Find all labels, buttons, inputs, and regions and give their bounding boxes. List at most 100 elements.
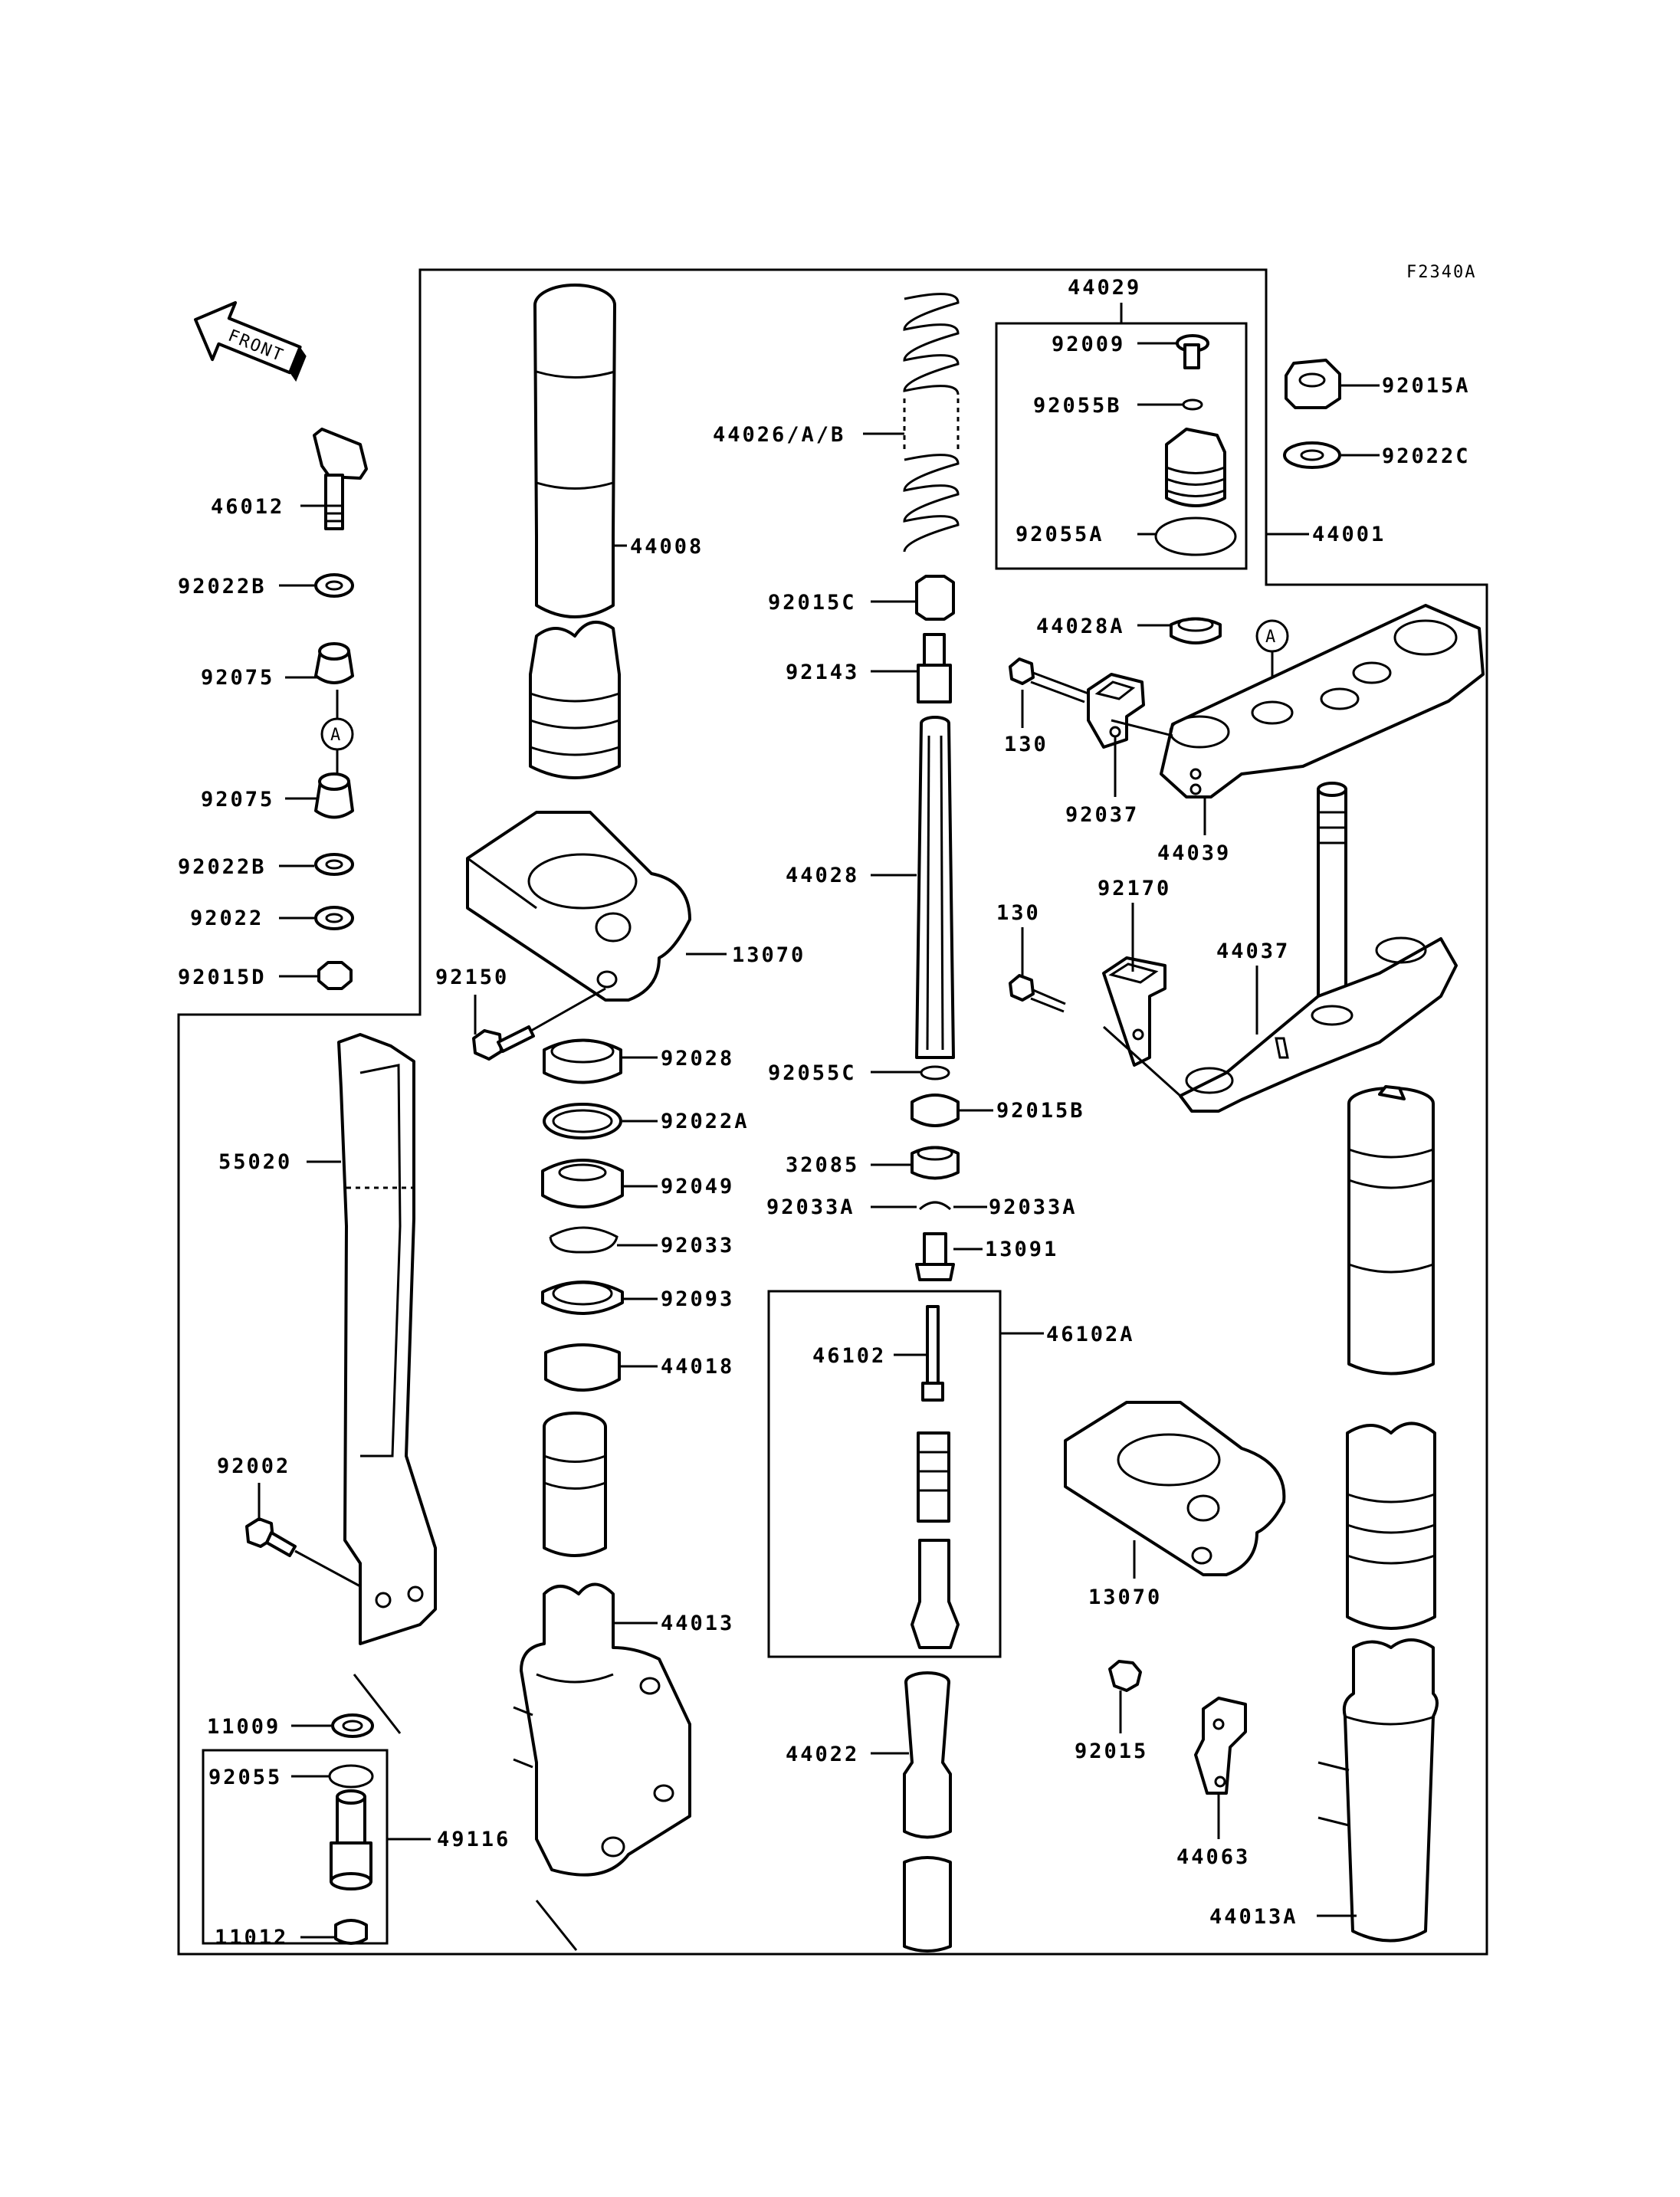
part-92015D [317,961,353,990]
part-92055 [328,1764,374,1789]
cartridge-box [767,1290,1002,1658]
part-44013 [513,1582,691,1951]
label-92075-a: 92075 [201,666,274,690]
part-130-a [1009,657,1089,703]
label-44028A: 44028A [1036,615,1125,638]
label-44013A: 44013A [1209,1905,1298,1929]
label-92075-b: 92075 [201,788,274,812]
label-44008: 44008 [630,535,704,559]
part-92015A [1285,359,1341,409]
label-92055A: 92055A [1016,523,1104,546]
part-13070-a [466,811,691,1002]
assembly-outline [177,268,1488,1956]
part-92022B-a [314,573,354,598]
label-49116: 49116 [437,1828,510,1851]
label-92033: 92033 [661,1234,734,1258]
part-13070-b [1064,1401,1286,1576]
label-92022: 92022 [190,907,264,930]
label-46012: 46012 [211,495,284,519]
label-92015D: 92015D [178,966,267,989]
part-44018 [544,1343,621,1392]
label-92055: 92055 [208,1766,282,1789]
part-46102 [911,1305,960,1649]
part-55020 [337,1033,437,1645]
label-44018: 44018 [661,1355,734,1379]
label-44039: 44039 [1157,841,1231,865]
label-11012: 11012 [215,1926,288,1949]
label-130-a: 130 [1004,733,1048,756]
part-92015 [1108,1660,1142,1692]
svg-text:A: A [330,726,342,745]
label-44013: 44013 [661,1612,734,1635]
part-44026-spring [903,293,960,553]
part-92022B-b [314,853,354,876]
part-92055B [1182,398,1203,411]
part-130-b [1009,974,1066,1013]
part-49116 [330,1789,372,1890]
part-92015B [911,1094,960,1127]
label-92093: 92093 [661,1287,734,1311]
leader-lines [258,303,1380,1939]
part-44013A [1317,1085,1439,1943]
part-fork-cap [1165,428,1226,507]
label-92022B-b: 92022B [178,855,267,879]
part-92022 [314,906,354,930]
label-92170: 92170 [1098,877,1171,900]
front-arrow-icon: FRONT [194,300,307,382]
label-92150: 92150 [435,966,509,989]
part-92055A [1154,516,1237,556]
label-44028: 44028 [786,864,859,887]
part-92055C [920,1065,950,1080]
part-44039 [1160,604,1485,798]
label-92055B: 92055B [1033,394,1122,418]
label-92022A: 92022A [661,1110,750,1133]
part-44037 [1179,782,1458,1113]
label-92049: 92049 [661,1175,734,1199]
label-130-b: 130 [996,901,1041,925]
part-44063 [1194,1697,1247,1795]
label-13091: 13091 [985,1238,1058,1261]
label-13070-b: 13070 [1088,1585,1162,1609]
part-92143 [917,633,952,703]
label-32085: 32085 [786,1153,859,1177]
part-labels: 46012 92022B 92075 92075 92022B 92022 92… [178,276,1471,1949]
part-44008 [529,284,621,779]
part-92022C [1283,441,1341,469]
label-11009: 11009 [207,1715,281,1739]
label-92015: 92015 [1075,1740,1148,1763]
label-92009: 92009 [1052,333,1125,356]
label-92037: 92037 [1065,803,1139,827]
part-11012 [334,1919,368,1945]
svg-text:A: A [1265,628,1277,647]
label-92033A-left: 92033A [766,1195,855,1219]
part-92037 [1087,673,1145,749]
label-44001: 44001 [1312,523,1386,546]
part-inner-tube [543,1412,607,1557]
label-92002: 92002 [217,1454,290,1478]
label-44022: 44022 [786,1743,859,1766]
label-92033A-right: 92033A [989,1195,1078,1219]
part-92009 [1176,334,1209,369]
part-46012 [313,428,368,530]
part-92002 [245,1517,361,1588]
label-55020: 55020 [218,1150,292,1174]
part-92015C [915,575,955,621]
label-92143: 92143 [786,661,859,684]
label-92015B: 92015B [996,1099,1085,1123]
label-92055C: 92055C [768,1061,857,1085]
part-92049 [541,1159,624,1208]
label-13070-a: 13070 [732,943,806,967]
part-92033 [549,1226,619,1254]
label-44029: 44029 [1068,276,1141,300]
part-92150 [472,987,606,1061]
part-13091 [915,1232,955,1281]
label-44037: 44037 [1216,939,1290,963]
part-92170 [1102,956,1166,1067]
part-44022 [903,1671,952,1953]
label-92022C: 92022C [1382,444,1471,468]
label-92028: 92028 [661,1047,734,1071]
label-46102A: 46102A [1046,1323,1135,1346]
figure-code: F2340A [1406,263,1476,282]
label-92015C: 92015C [768,591,857,615]
